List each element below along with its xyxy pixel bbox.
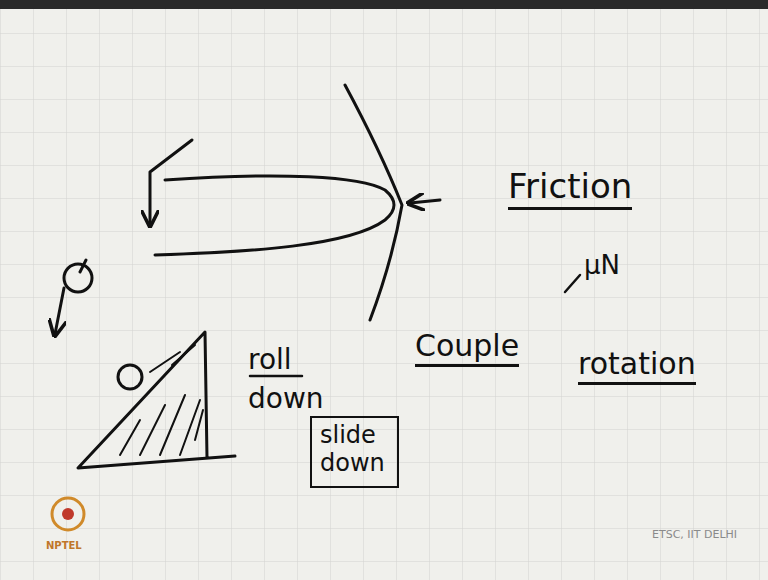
rotation-arrow: [55, 288, 64, 334]
incline-hatching: [120, 345, 203, 455]
handwritten-note: roll down: [248, 340, 324, 418]
keyword: Couple: [415, 328, 519, 367]
note-text: slide down: [320, 422, 385, 477]
heading-word: Friction: [508, 166, 632, 210]
rotation-circle: [64, 264, 92, 292]
rolling-ball: [118, 365, 142, 389]
mu-stroke: [565, 275, 580, 292]
watermark: ETSC, IIT DELHI: [652, 528, 737, 541]
formula: μN: [584, 250, 620, 281]
boxed-note: slide down: [310, 416, 399, 488]
force-arrow: [410, 200, 440, 203]
nptel-logo-core: [62, 508, 74, 520]
incline: [78, 332, 235, 468]
keyword: rotation: [578, 346, 696, 385]
ball-contact-mark: [150, 352, 180, 372]
logo-text: NPTEL: [46, 540, 82, 552]
nptel-logo: [52, 498, 84, 530]
top-edge: [0, 0, 768, 9]
deformed-body: [155, 176, 394, 255]
rotation-tick: [80, 260, 86, 272]
bent-arrow: [150, 140, 192, 224]
contact-surface: [345, 85, 402, 320]
